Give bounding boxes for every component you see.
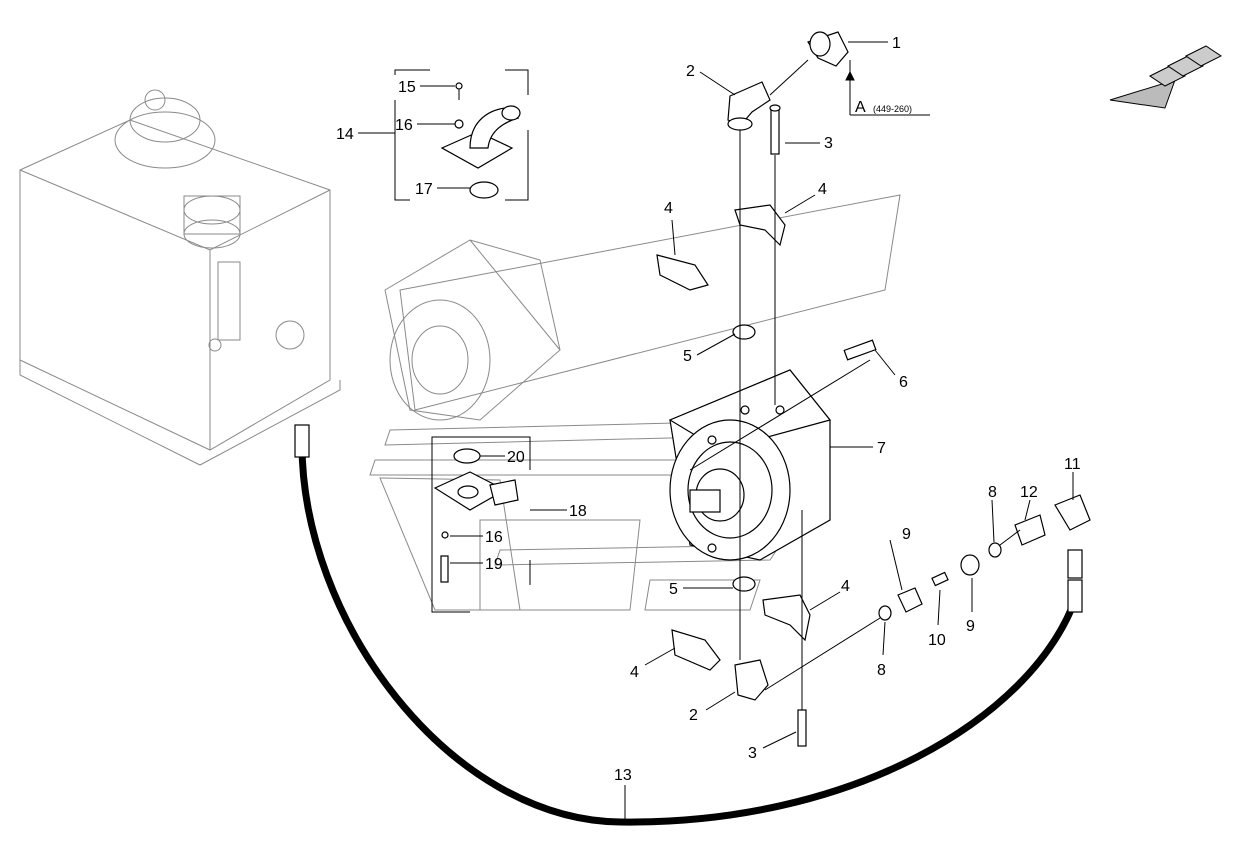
callout-4-left-top: 4: [664, 200, 673, 217]
callout-5-top: 5: [683, 348, 692, 365]
reference-pump-outline: [384, 239, 561, 421]
detail-frame-18: [431, 436, 531, 613]
callout-13: 13: [614, 767, 632, 784]
hydraulic-hose-13: [294, 424, 1083, 826]
callout-labels: 1 2 3 4 4 5 6 7 8 9 11 12 13 14 15 16 17…: [336, 35, 1081, 784]
callout-6: 6: [899, 374, 908, 391]
callout-7: 7: [877, 440, 886, 457]
callout-19: 19: [485, 556, 503, 573]
detail-frame-14: [394, 69, 529, 201]
callout-4-right-top: 4: [818, 181, 827, 198]
reference-code: (449-260): [873, 104, 912, 114]
callout-12: 12: [1020, 484, 1038, 501]
callout-20: 20: [507, 449, 525, 466]
callout-5-bottom: 5: [669, 581, 678, 598]
callout-17: 17: [415, 181, 433, 198]
callout-2-top: 2: [686, 63, 695, 80]
gear-pump: [668, 369, 832, 561]
perspective-guide-strips: [369, 194, 901, 611]
upper-fittings: [656, 31, 877, 361]
callout-4-right-bottom: 4: [841, 578, 850, 595]
callout-3-bottom: 3: [748, 745, 757, 762]
callout-18: 18: [569, 503, 587, 520]
callout-3-top: 3: [824, 135, 833, 152]
callout-10: 10: [928, 632, 946, 649]
callout-8-top: 8: [988, 484, 997, 501]
reference-letter: A: [855, 99, 866, 116]
callout-8-bottom: 8: [877, 662, 886, 679]
callout-1: 1: [892, 35, 901, 52]
direction-arrow-icon: [1109, 45, 1222, 109]
callout-16-top: 16: [395, 117, 413, 134]
callout-15: 15: [398, 79, 416, 96]
callout-9-top: 9: [902, 526, 911, 543]
callout-16-bottom: 16: [485, 529, 503, 546]
leader-lines: [358, 41, 1074, 822]
callout-2-bottom: 2: [689, 707, 698, 724]
assembly-axis-lines: [689, 59, 1021, 710]
callout-9-bottom: 9: [966, 618, 975, 635]
hydraulic-tank: [19, 89, 341, 466]
elbow-flange-part: [440, 82, 521, 199]
callout-14: 14: [336, 126, 354, 143]
flange-elbow-part: [433, 448, 519, 583]
callout-4-left-bottom: 4: [630, 664, 639, 681]
callout-11: 11: [1064, 456, 1081, 473]
